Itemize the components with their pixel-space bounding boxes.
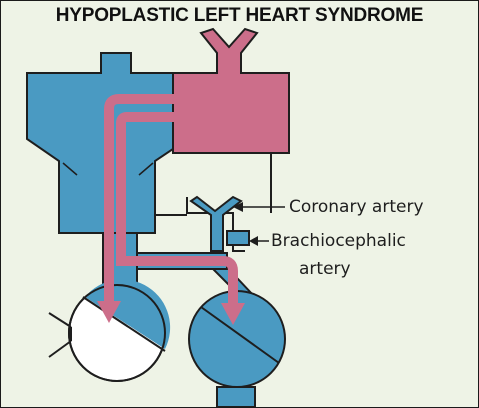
coronary-artery-label: Coronary artery — [289, 197, 424, 217]
brachiocephalic-label-line2: artery — [299, 259, 351, 279]
brachiocephalic-stub — [227, 231, 249, 245]
brachiocephalic-label: Brachiocephalic — [271, 231, 406, 251]
pulmonary-inflow — [49, 313, 71, 357]
brachio-pointer-head — [249, 236, 258, 246]
left-atrium-block — [173, 29, 289, 153]
right-atrium-block — [27, 53, 173, 233]
right-ventricle-outflow — [217, 387, 255, 407]
